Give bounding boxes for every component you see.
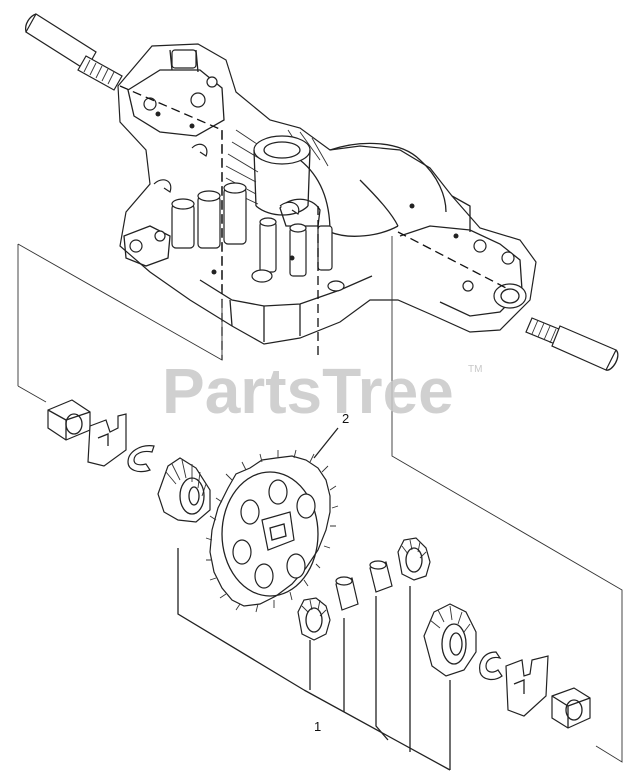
callout-2[interactable]: 2 <box>342 411 349 426</box>
watermark-text: PartsTree <box>162 355 454 427</box>
right-bushing[interactable] <box>551 687 591 729</box>
left-retaining-ring[interactable] <box>127 445 155 473</box>
ring-gear[interactable] <box>205 449 339 613</box>
left-bevel-pinion[interactable] <box>297 597 331 641</box>
watermark-trademark: TM <box>468 364 482 375</box>
transaxle-housing[interactable] <box>117 43 537 345</box>
left-bevel-gear[interactable] <box>157 457 211 523</box>
pinion-pin-left[interactable] <box>335 576 359 611</box>
pinion-pin-right[interactable] <box>369 560 393 593</box>
alignment-lines <box>119 85 511 360</box>
leader-lines <box>177 427 451 771</box>
left-thrust-washer[interactable] <box>87 413 127 467</box>
right-bevel-pinion[interactable] <box>397 537 431 581</box>
right-axle-shaft[interactable] <box>525 317 619 371</box>
left-bushing[interactable] <box>47 399 91 441</box>
callout-1[interactable]: 1 <box>314 719 321 734</box>
right-retaining-ring[interactable] <box>479 651 503 681</box>
left-axle-shaft[interactable] <box>24 13 123 91</box>
right-bevel-gear[interactable] <box>423 603 477 677</box>
right-thrust-washer[interactable] <box>505 655 549 717</box>
exploded-view-frames <box>17 236 623 763</box>
